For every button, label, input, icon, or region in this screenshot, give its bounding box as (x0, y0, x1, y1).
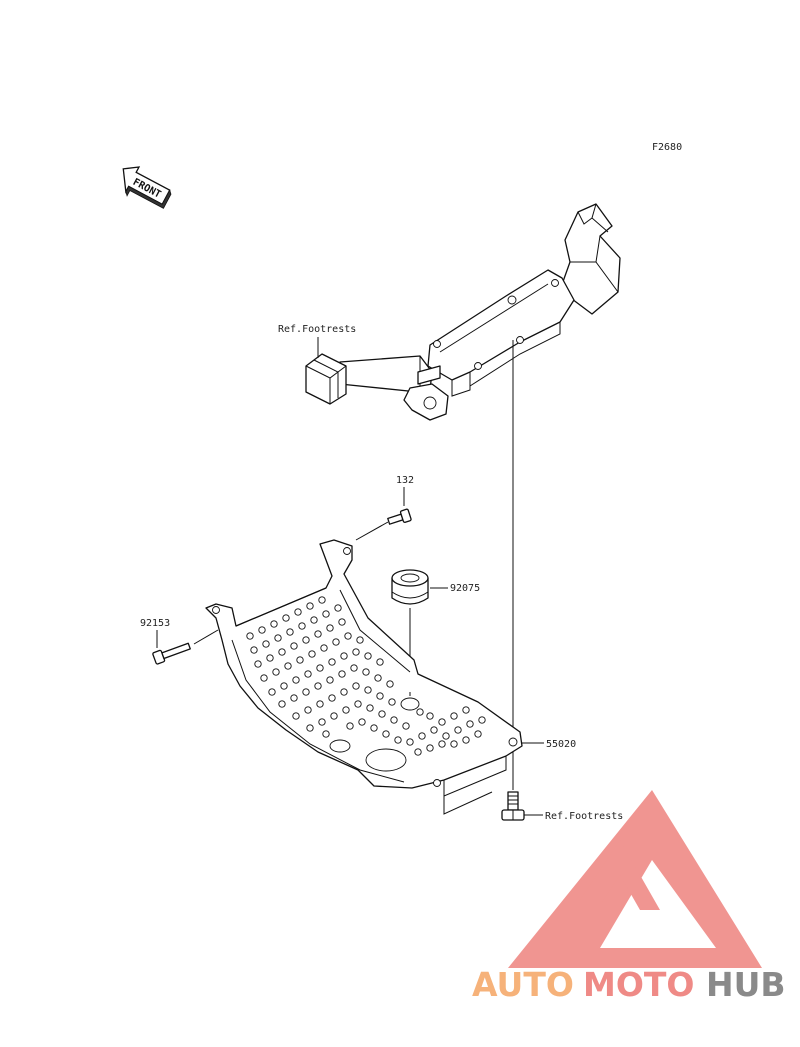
watermark-text-auto: AUTO (472, 965, 574, 1004)
leader-bottom-bracket (443, 791, 493, 815)
callout-132: 132 (396, 475, 414, 486)
bolt-bottom (501, 791, 525, 821)
bolt-132 (387, 508, 412, 525)
bolt-92153 (152, 642, 191, 665)
figure-code: F2680 (652, 142, 682, 153)
leader-92153-to-guard (193, 629, 219, 645)
frame-bracket (305, 203, 621, 421)
watermark-text-hub: HUB (706, 965, 786, 1004)
watermark-text-moto: MOTO (583, 965, 694, 1004)
perforations (246, 596, 486, 756)
leader-132-to-guard (355, 521, 389, 541)
front-arrow-icon: FRONT (122, 166, 172, 209)
watermark-logo (508, 790, 762, 968)
callout-ref-footrests-top: Ref.Footrests (278, 324, 356, 335)
collar-92075 (391, 569, 429, 605)
callout-55020: 55020 (546, 739, 576, 750)
callout-92153: 92153 (140, 618, 170, 629)
callout-92075: 92075 (450, 583, 480, 594)
watermark-text: AUTO MOTO HUB (472, 965, 786, 1004)
callout-ref-footrests-bottom: Ref.Footrests (545, 811, 623, 822)
skid-plate-55020 (205, 539, 523, 797)
